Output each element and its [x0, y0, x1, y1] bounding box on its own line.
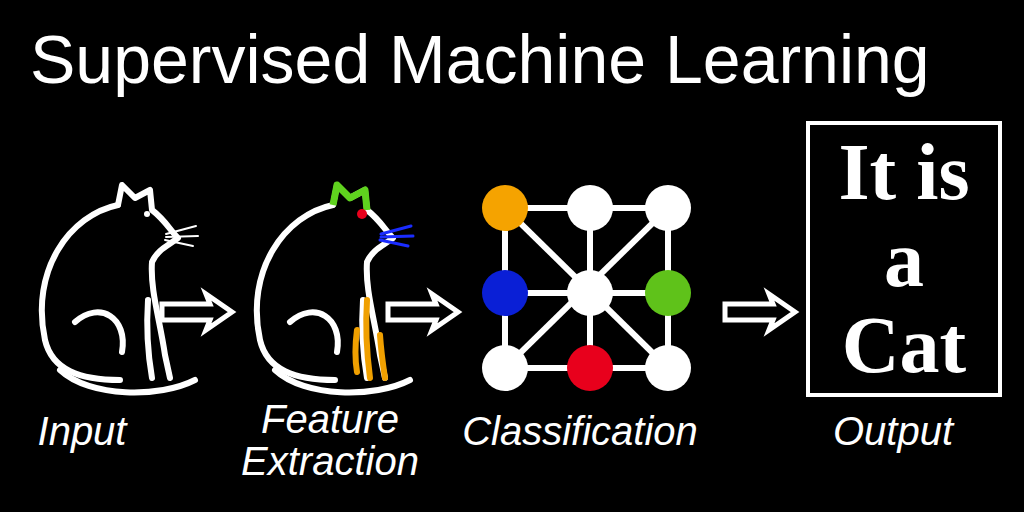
stage-label: Input: [0, 410, 182, 452]
output-text: It is a Cat: [829, 129, 979, 388]
stage-label: Output: [793, 410, 993, 452]
cat-features: [257, 185, 413, 392]
node-content: It is a Cat: [829, 129, 979, 388]
cat-outline: [42, 185, 198, 392]
output-box: It is a Cat: [806, 121, 1002, 396]
stage-label: Classification: [440, 410, 720, 452]
network-graph: [505, 208, 668, 368]
stage-label: Feature Extraction: [225, 398, 435, 482]
double-arrow: [162, 294, 795, 330]
network-nodes: [482, 185, 691, 391]
title: Supervised Machine Learning: [30, 22, 930, 97]
